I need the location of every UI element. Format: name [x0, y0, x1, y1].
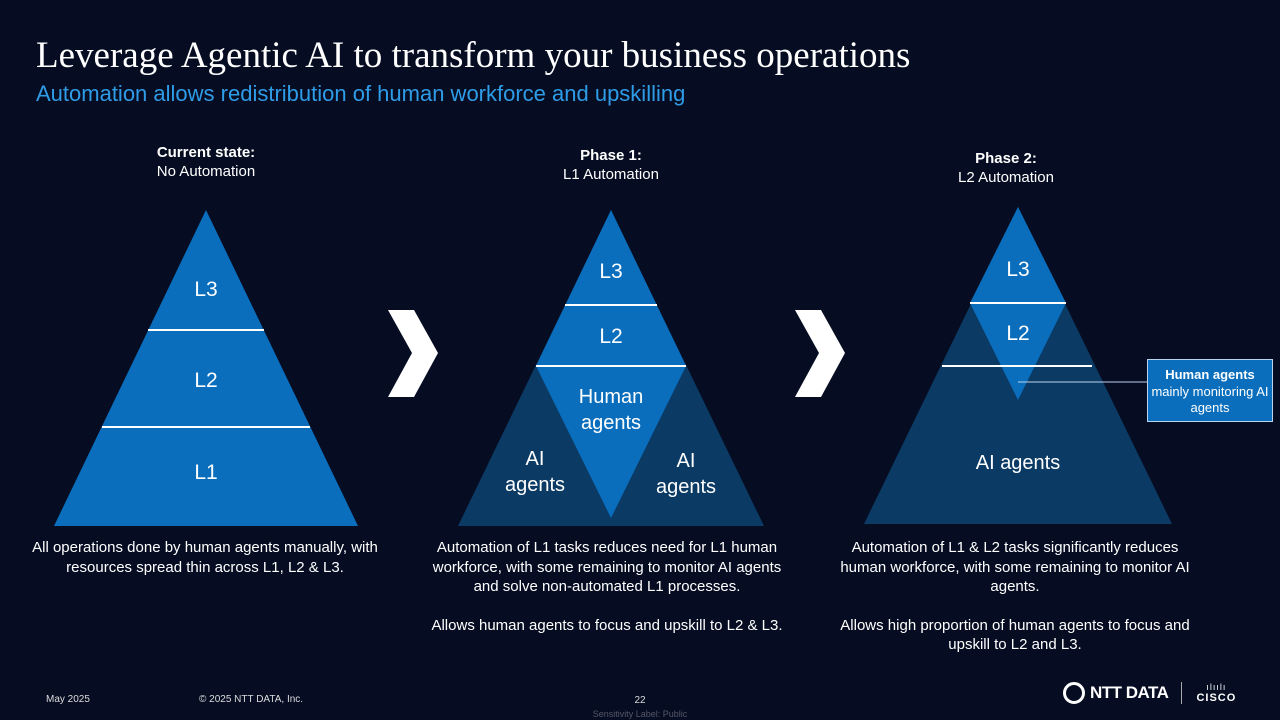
subheading: L2 Automation: [958, 169, 1054, 186]
pyramid-current: [54, 210, 358, 526]
chevron-right-icon: [388, 310, 438, 397]
chevron-right-icon: [795, 310, 845, 397]
description-text: Allows human agents to focus and upskill…: [431, 616, 783, 634]
sensitivity-label: Sensitivity Label: Public: [592, 709, 688, 719]
ntt-data-logo: NTT DATA: [1090, 683, 1169, 702]
column-header-phase1: Phase 1: L1 Automation: [481, 146, 741, 184]
description-text: Allows high proportion of human agents t…: [840, 616, 1190, 654]
heading: Phase 1:: [580, 147, 642, 164]
pyramid-phase2-human: [970, 303, 1066, 400]
description-text: Automation of L1 & L2 tasks significantl…: [840, 539, 1190, 595]
subheading: No Automation: [156, 163, 256, 180]
ntt-data-logo-icon: [1063, 682, 1085, 704]
footer-copyright: © 2025 NTT DATA, Inc.: [199, 694, 304, 705]
pyramid-phase1-human: [536, 366, 686, 518]
callout-title: Human agents: [1165, 367, 1255, 382]
description-current: All operations done by human agents manu…: [25, 538, 385, 577]
human-agents-label: Human agents: [578, 386, 644, 434]
cisco-bars-icon: ılıılı: [1206, 681, 1227, 692]
level-label: L2: [599, 325, 623, 348]
level-label: L3: [599, 260, 623, 283]
level-label: L2: [1006, 322, 1030, 345]
heading: Current state:: [156, 144, 256, 161]
description-phase2: Automation of L1 & L2 tasks significantl…: [835, 538, 1195, 655]
description-text: Automation of L1 tasks reduces need for …: [432, 539, 782, 595]
cisco-wordmark: CISCO: [1196, 691, 1237, 704]
page-number: 22: [634, 695, 646, 706]
heading: Phase 2:: [975, 150, 1037, 167]
page-subtitle: Automation allows redistribution of huma…: [36, 81, 686, 106]
description-phase1: Automation of L1 tasks reduces need for …: [427, 538, 787, 635]
level-label: L3: [1006, 258, 1030, 281]
level-label: L1: [194, 461, 218, 484]
ai-agents-label-left: AI agents: [504, 448, 566, 496]
ai-agents-label: AI agents: [975, 452, 1061, 474]
footer-date: May 2025: [46, 694, 90, 705]
pyramid-phase1-top: [536, 210, 686, 366]
column-header-current: Current state: No Automation: [76, 143, 336, 181]
column-header-phase2: Phase 2: L2 Automation: [876, 149, 1136, 187]
logos: NTT DATA ılıılı CISCO: [1063, 682, 1236, 704]
callout-text: mainly monitoring AI agents: [1151, 383, 1269, 416]
subheading: L1 Automation: [563, 166, 659, 183]
page-title: Leverage Agentic AI to transform your bu…: [36, 35, 911, 76]
cisco-logo: ılıılı CISCO: [1196, 681, 1237, 704]
pyramid-phase2-top: [970, 207, 1066, 303]
level-label: L2: [194, 369, 218, 392]
logo-divider: [1181, 682, 1183, 704]
human-agents-callout: Human agents mainly monitoring AI agents: [1147, 359, 1273, 422]
description-text: All operations done by human agents manu…: [32, 539, 378, 576]
level-label: L3: [194, 278, 218, 301]
ai-agents-label-right: AI agents: [655, 450, 717, 498]
